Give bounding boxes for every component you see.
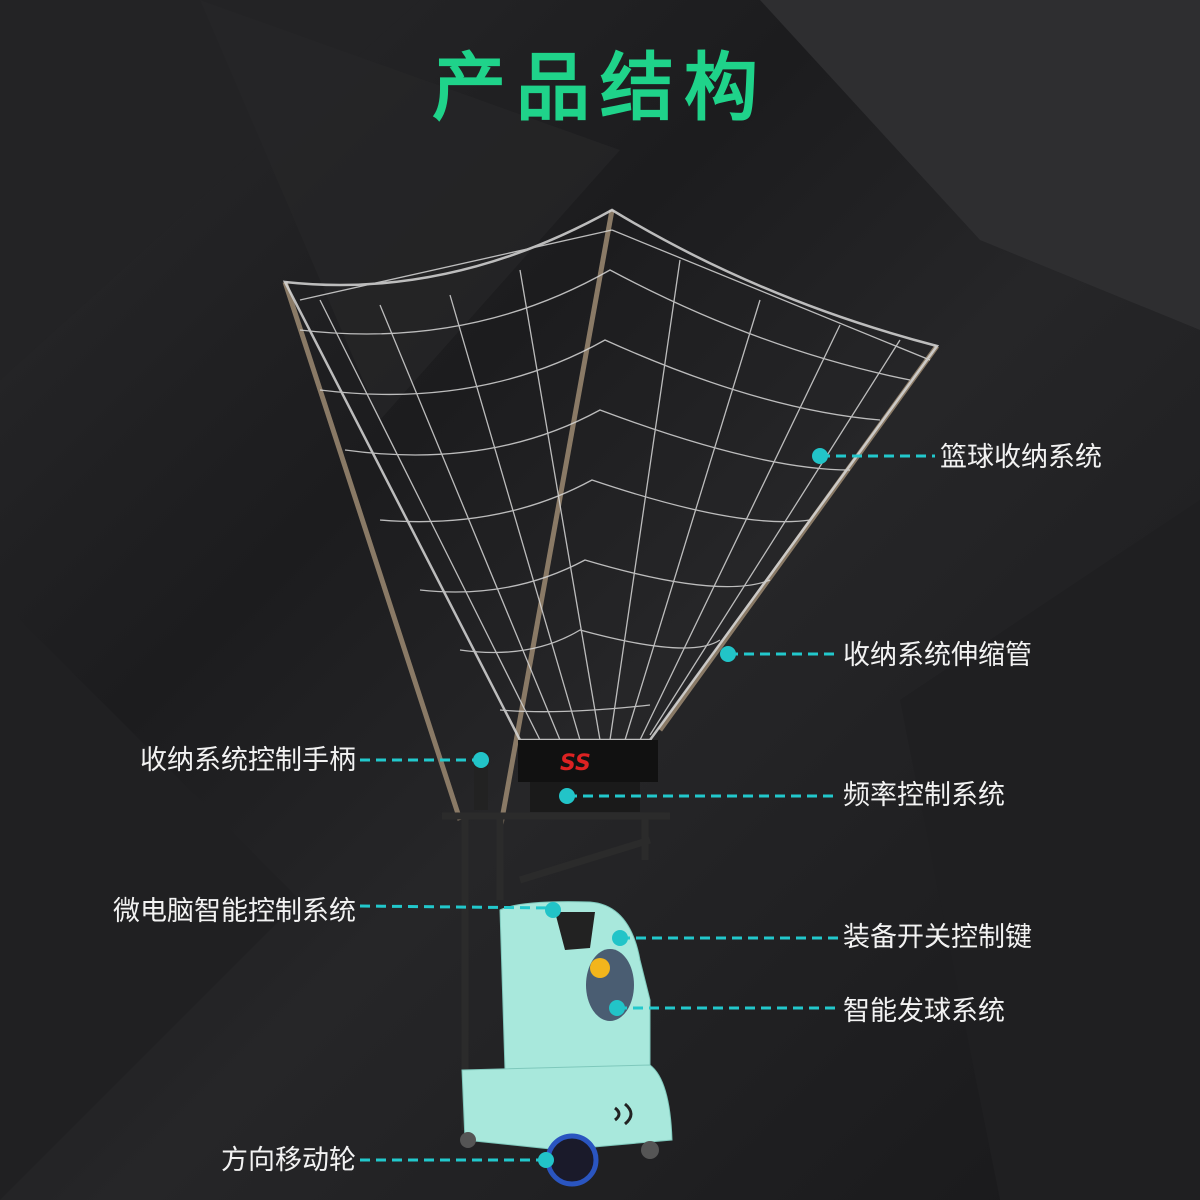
page-title: 产品结构 [432, 45, 768, 131]
net [282, 208, 940, 742]
callout-microcomputer-control: 微电脑智能控制系统 [113, 896, 356, 927]
callout-lines [359, 454, 935, 1162]
callout-frequency-control: 频率控制系统 [843, 780, 1005, 811]
frequency-control-unit: SS [518, 740, 658, 812]
callout-ball-launch: 智能发球系统 [843, 996, 1005, 1027]
svg-text:SS: SS [560, 751, 591, 776]
callout-dots [473, 448, 828, 1168]
callout-power-switch: 装备开关控制键 [843, 922, 1032, 953]
callout-basket-storage: 篮球收纳系统 [940, 442, 1102, 473]
callout-wheels: 方向移动轮 [221, 1145, 356, 1176]
callout-telescopic-tube: 收纳系统伸缩管 [843, 640, 1032, 671]
callout-control-handle: 收纳系统控制手柄 [140, 745, 356, 776]
ball-machine [460, 901, 673, 1187]
